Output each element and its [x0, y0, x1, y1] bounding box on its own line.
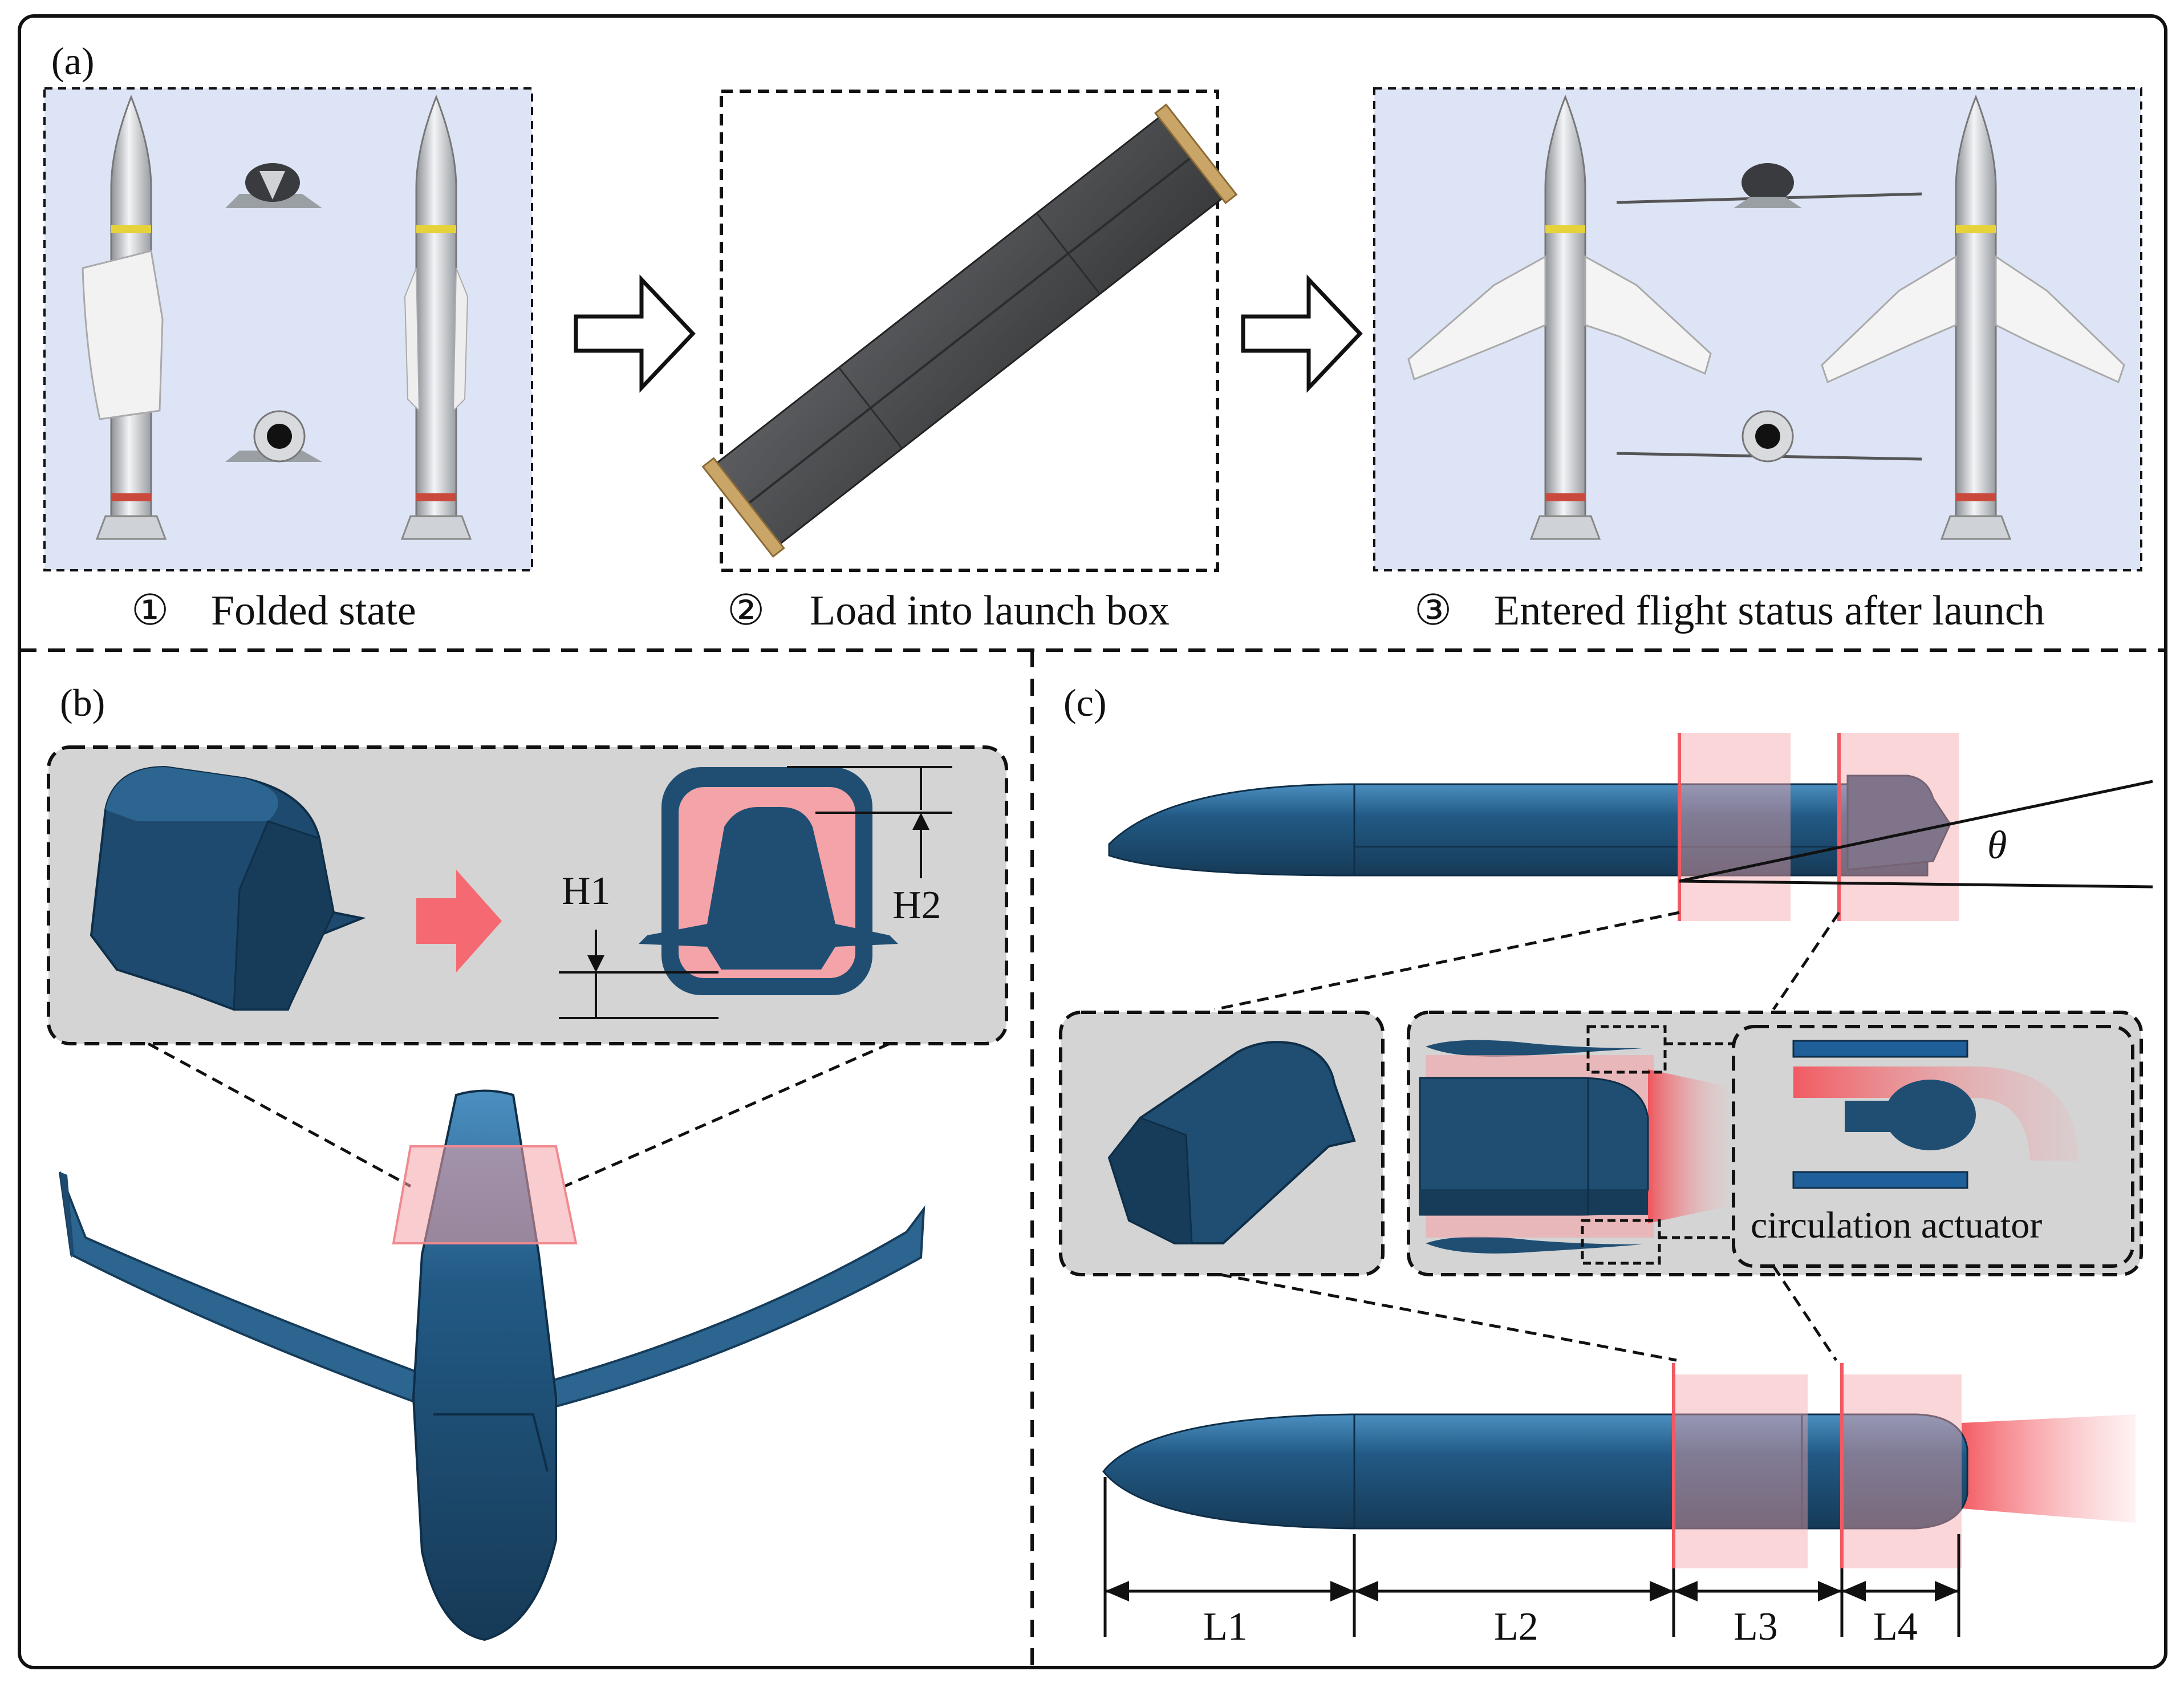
launch-box-image [701, 90, 1238, 572]
highlight-region [1842, 1374, 1962, 1568]
panel-b-label: (b) [60, 681, 105, 724]
highlight-region [1674, 1374, 1808, 1568]
section-detail-inset [1059, 1011, 1385, 1276]
aircraft-3d-model [59, 1089, 925, 1641]
dim-label-l1: L1 [1203, 1605, 1248, 1649]
outer-frame [18, 14, 2167, 1669]
arrow-right-icon [1241, 274, 1363, 393]
flight-status-image [1373, 87, 2142, 571]
missile-front-view-top [225, 163, 322, 208]
caption-launch-box: Load into launch box [810, 587, 1170, 634]
angle-label-theta: θ [1987, 824, 2007, 867]
dim-label-l4: L4 [1873, 1605, 1918, 1649]
panel-a-label: (a) [51, 39, 94, 83]
leader-line [1772, 1265, 1838, 1361]
step-number-3: ③ [1414, 587, 1452, 634]
length-dimensions: L1 L2 L3 L4 [1103, 1477, 1960, 1649]
side-view-body-bottom [1102, 1363, 2136, 1568]
leader-line [1220, 1273, 1677, 1362]
missile-deployed-right [1821, 94, 2125, 540]
actuator-label: circulation actuator [1751, 1205, 2042, 1246]
circulation-actuator-inset: circulation actuator [1732, 1025, 2134, 1268]
dim-label-l3: L3 [1734, 1605, 1778, 1649]
folded-state-image [43, 87, 533, 571]
panel-c-label: (c) [1063, 681, 1106, 724]
front-view-deployed-top [1616, 163, 1922, 208]
arrow-right-icon [574, 274, 696, 393]
leader-line [147, 1042, 412, 1188]
caption-folded-state: Folded state [211, 587, 416, 634]
missile-rear-view-bottom [225, 410, 322, 463]
side-view-body-top: θ [1108, 733, 2153, 921]
step-number-1: ① [131, 587, 169, 634]
highlight-region [392, 1145, 578, 1244]
leader-line [1772, 911, 1841, 1011]
fuselage-cross-section [639, 767, 898, 995]
missile-folded-right [400, 94, 472, 540]
highlight-region [1679, 733, 1791, 921]
missile-deployed-left [1407, 94, 1712, 540]
red-arrow-icon [416, 870, 502, 972]
fuselage-section-3d [90, 765, 366, 1011]
dim-label-h2: H2 [892, 883, 941, 927]
dim-label-h1: H1 [562, 869, 611, 913]
cross-section-inset: H2 H1 [47, 745, 1008, 1045]
leader-line [1214, 911, 1680, 1011]
missile-folded-left [82, 94, 167, 540]
step-number-2: ② [727, 587, 765, 634]
dim-label-l2: L2 [1494, 1605, 1538, 1649]
caption-flight-status: Entered flight status after launch [1494, 587, 2045, 634]
leader-line [563, 1042, 891, 1188]
rear-view-deployed-bottom [1616, 410, 1922, 463]
